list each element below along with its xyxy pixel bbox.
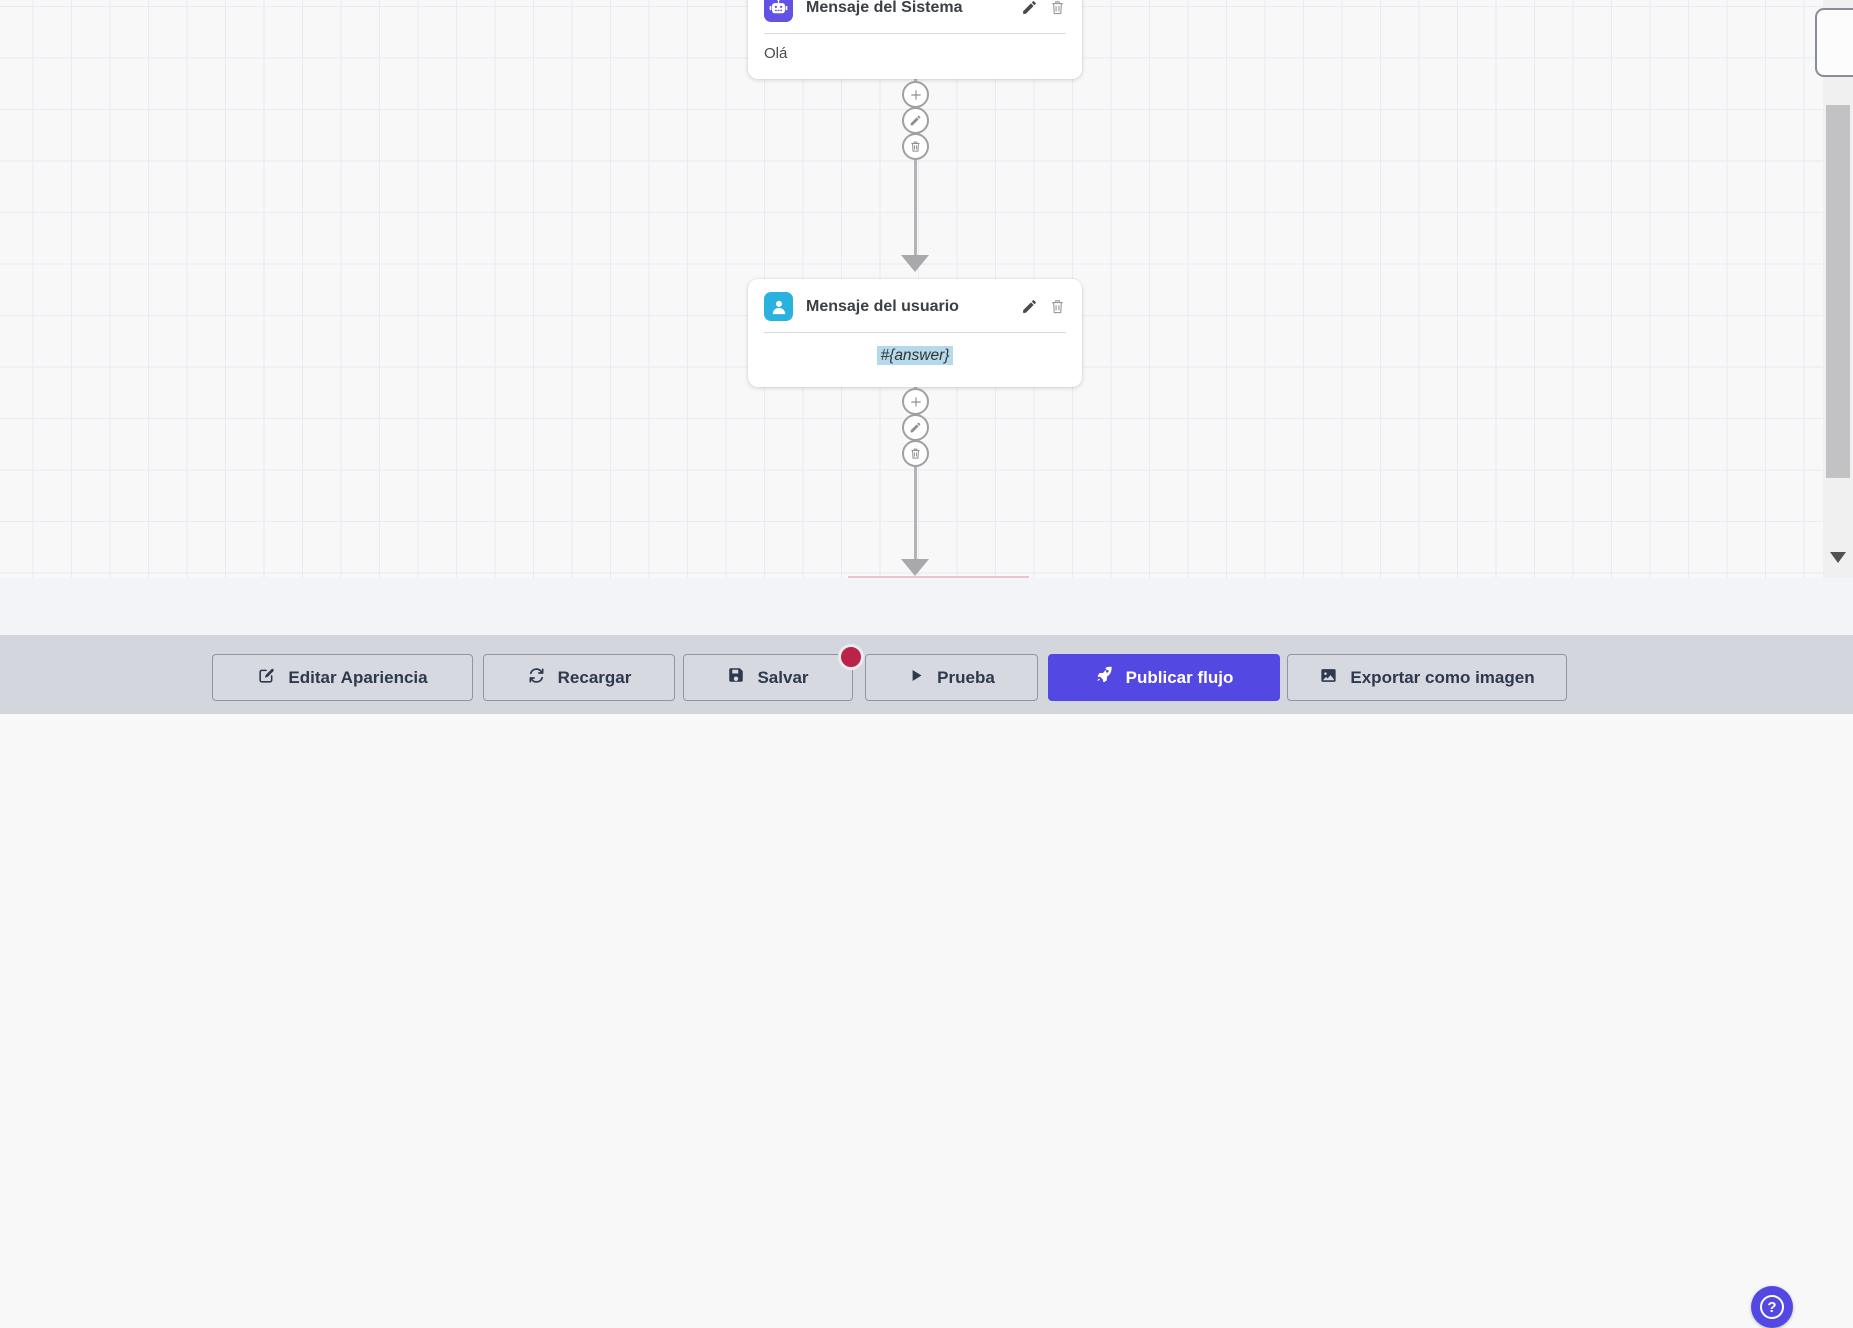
delete-connection-button[interactable] xyxy=(902,440,929,467)
node-user-message[interactable]: Mensaje del usuario #{answer} xyxy=(748,279,1082,387)
node-divider xyxy=(764,332,1066,333)
flow-canvas[interactable]: Mensaje del Sistema Olá xyxy=(0,0,1853,578)
connector-line xyxy=(914,76,917,258)
robot-icon xyxy=(764,0,793,22)
canvas-footer-strip xyxy=(0,578,1853,635)
connector-arrowhead xyxy=(901,559,929,576)
node-header: Mensaje del usuario xyxy=(748,279,1082,332)
scrollbar-thumb[interactable] xyxy=(1826,105,1850,478)
reload-button[interactable]: Recargar xyxy=(483,654,675,701)
edit-appearance-button[interactable]: Editar Apariencia xyxy=(212,654,473,701)
answer-variable[interactable]: #{answer} xyxy=(876,346,954,365)
edit-connection-button[interactable] xyxy=(902,107,929,134)
node-title: Mensaje del Sistema xyxy=(806,0,963,16)
save-icon xyxy=(727,666,745,689)
rocket-icon xyxy=(1095,666,1114,690)
export-as-image-button[interactable]: Exportar como imagen xyxy=(1287,654,1567,701)
button-label: Recargar xyxy=(557,667,632,687)
button-label: Publicar flujo xyxy=(1125,667,1234,687)
node-title: Mensaje del usuario xyxy=(806,297,959,315)
play-icon xyxy=(908,667,925,689)
button-label: Editar Apariencia xyxy=(288,667,428,687)
delete-node-icon[interactable] xyxy=(1049,0,1066,16)
vertical-scrollbar[interactable] xyxy=(1823,0,1853,578)
delete-node-icon[interactable] xyxy=(1049,298,1066,315)
node-divider xyxy=(764,33,1066,34)
node-content: Olá xyxy=(764,45,788,62)
node-header: Mensaje del Sistema xyxy=(748,0,1082,33)
button-label: Prueba xyxy=(937,667,995,687)
edit-connection-button[interactable] xyxy=(902,414,929,441)
next-node-top-edge xyxy=(848,576,1029,578)
question-icon: ? xyxy=(1760,1295,1784,1319)
button-label: Exportar como imagen xyxy=(1350,667,1535,687)
bottom-toolbar: Editar Apariencia Recargar Salvar Prueba xyxy=(0,635,1853,1328)
node-system-message[interactable]: Mensaje del Sistema Olá xyxy=(748,0,1082,79)
button-label: Salvar xyxy=(757,667,809,687)
test-button[interactable]: Prueba xyxy=(865,654,1038,701)
refresh-icon xyxy=(527,666,546,690)
scrollbar-down-arrow-icon[interactable] xyxy=(1830,552,1846,563)
save-button[interactable]: Salvar xyxy=(683,644,864,701)
delete-connection-button[interactable] xyxy=(902,133,929,160)
publish-flow-button[interactable]: Publicar flujo xyxy=(1048,654,1280,701)
connector-arrowhead xyxy=(901,255,929,272)
add-node-button[interactable] xyxy=(902,388,929,415)
add-node-button[interactable] xyxy=(902,81,929,108)
image-icon xyxy=(1319,666,1338,690)
edit-node-icon[interactable] xyxy=(1021,0,1038,16)
edit-node-icon[interactable] xyxy=(1021,298,1038,315)
edit-square-icon xyxy=(257,666,276,690)
minimap-panel xyxy=(1815,8,1853,77)
user-icon xyxy=(764,292,793,321)
help-button[interactable]: ? xyxy=(1751,1286,1793,1328)
connector-line xyxy=(914,384,917,560)
unsaved-changes-badge xyxy=(838,644,864,670)
